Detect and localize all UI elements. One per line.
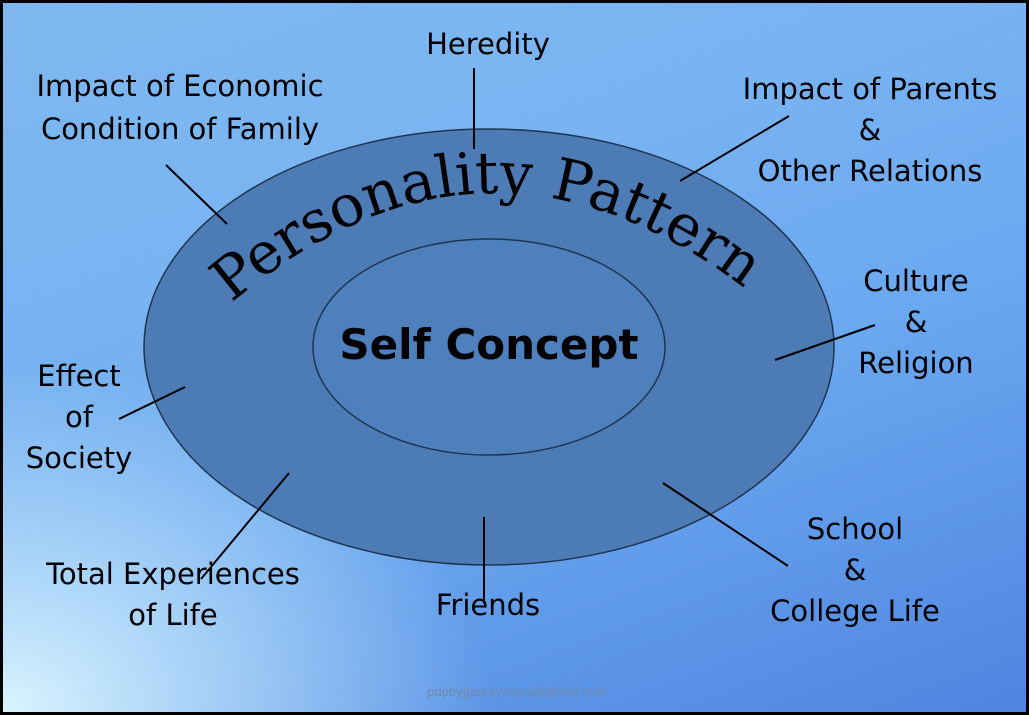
factor-economic: Impact of Economic Condition of Family bbox=[36, 69, 324, 146]
connector-experiences bbox=[200, 472, 290, 580]
connector-culture bbox=[774, 324, 876, 361]
factor-experiences: Total Experiences of Life bbox=[46, 557, 300, 632]
factor-parents: Impact of Parents & Other Relations bbox=[742, 72, 998, 188]
connector-economic bbox=[165, 164, 228, 225]
connector-school bbox=[662, 482, 789, 567]
connector-society bbox=[118, 386, 186, 420]
inner-title: Self Concept bbox=[339, 320, 639, 369]
factor-heredity: Heredity bbox=[426, 27, 550, 61]
watermark-email: pdpbygauravmisra@gmail.com bbox=[427, 684, 607, 699]
connector-parents bbox=[679, 115, 790, 182]
factor-society: Effect of Society bbox=[25, 359, 133, 475]
factor-friends: Friends bbox=[435, 588, 541, 622]
diagram-graphic: Personality Pattern bbox=[118, 68, 876, 601]
core-ellipse bbox=[312, 238, 666, 456]
factor-school: School & College Life bbox=[770, 512, 940, 628]
factor-culture: Culture & Religion bbox=[858, 264, 974, 380]
